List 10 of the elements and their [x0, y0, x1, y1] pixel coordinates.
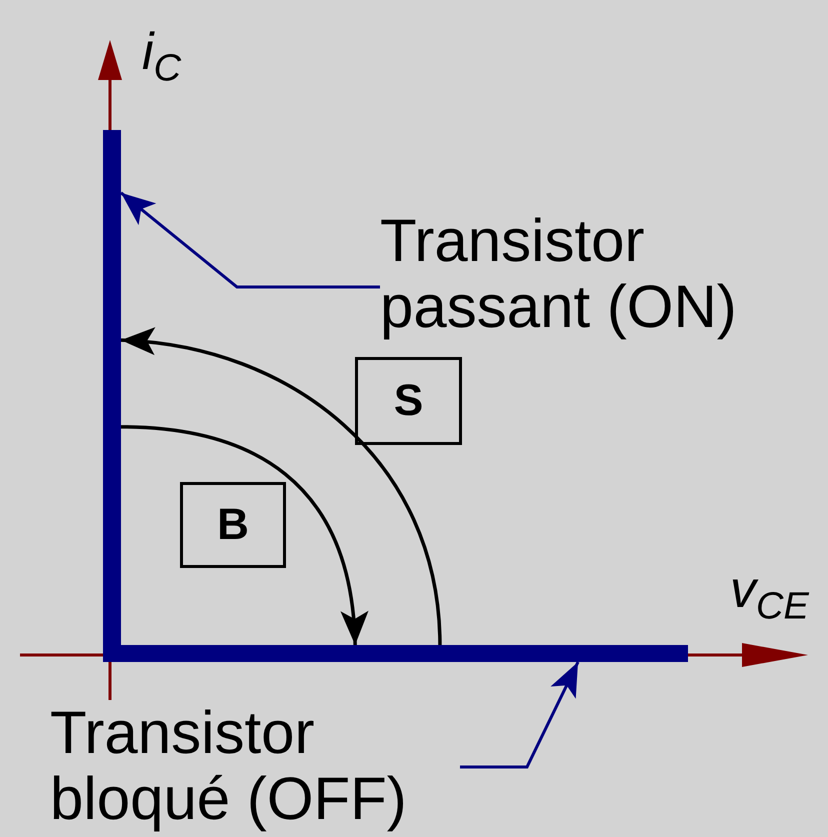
- leader-arrow: [460, 661, 580, 768]
- axis-label: i$_{C}$: [142, 22, 182, 90]
- state-label: Transistor bloqué (OFF): [50, 700, 460, 837]
- region-label-box: B: [180, 482, 286, 568]
- state-label: Transistor passant (ON): [380, 208, 820, 343]
- leader-arrow: [120, 192, 380, 288]
- region-label-box: S: [355, 357, 462, 445]
- transition-arrow: [120, 329, 442, 646]
- transition-arrow: [120, 425, 367, 646]
- axis-label: v$_{CE}$: [730, 560, 809, 628]
